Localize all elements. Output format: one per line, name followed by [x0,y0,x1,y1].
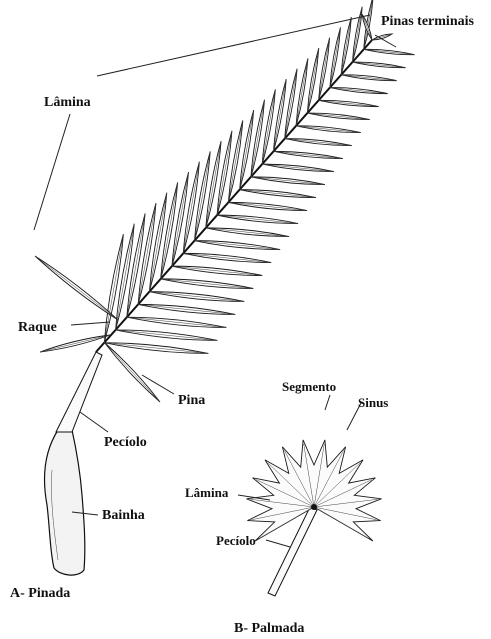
label-lamina-pinnate: Lâmina [44,95,91,110]
label-peciolo-palmate: Pecíolo [216,533,256,548]
label-segmento: Segmento [282,379,336,394]
pinnae-group [35,0,415,402]
palmate-blade [247,440,382,541]
palmate-leaf [247,440,382,596]
label-bainha: Bainha [102,508,145,523]
label-pinas-terminais: Pinas terminais [381,14,474,29]
label-sinus: Sinus [358,395,388,410]
rachis-line [96,40,372,352]
label-pina: Pina [178,393,205,408]
petiole-shape [56,352,102,432]
caption-pinnate: A- Pinada [10,586,70,601]
palmate-segments [247,440,382,541]
sheath-shape [45,430,85,575]
label-lamina-palmate: Lâmina [185,485,229,500]
caption-palmate: B- Palmada [234,621,304,636]
label-raque: Raque [18,320,57,335]
label-peciolo-pinnate: Pecíolo [104,435,147,450]
